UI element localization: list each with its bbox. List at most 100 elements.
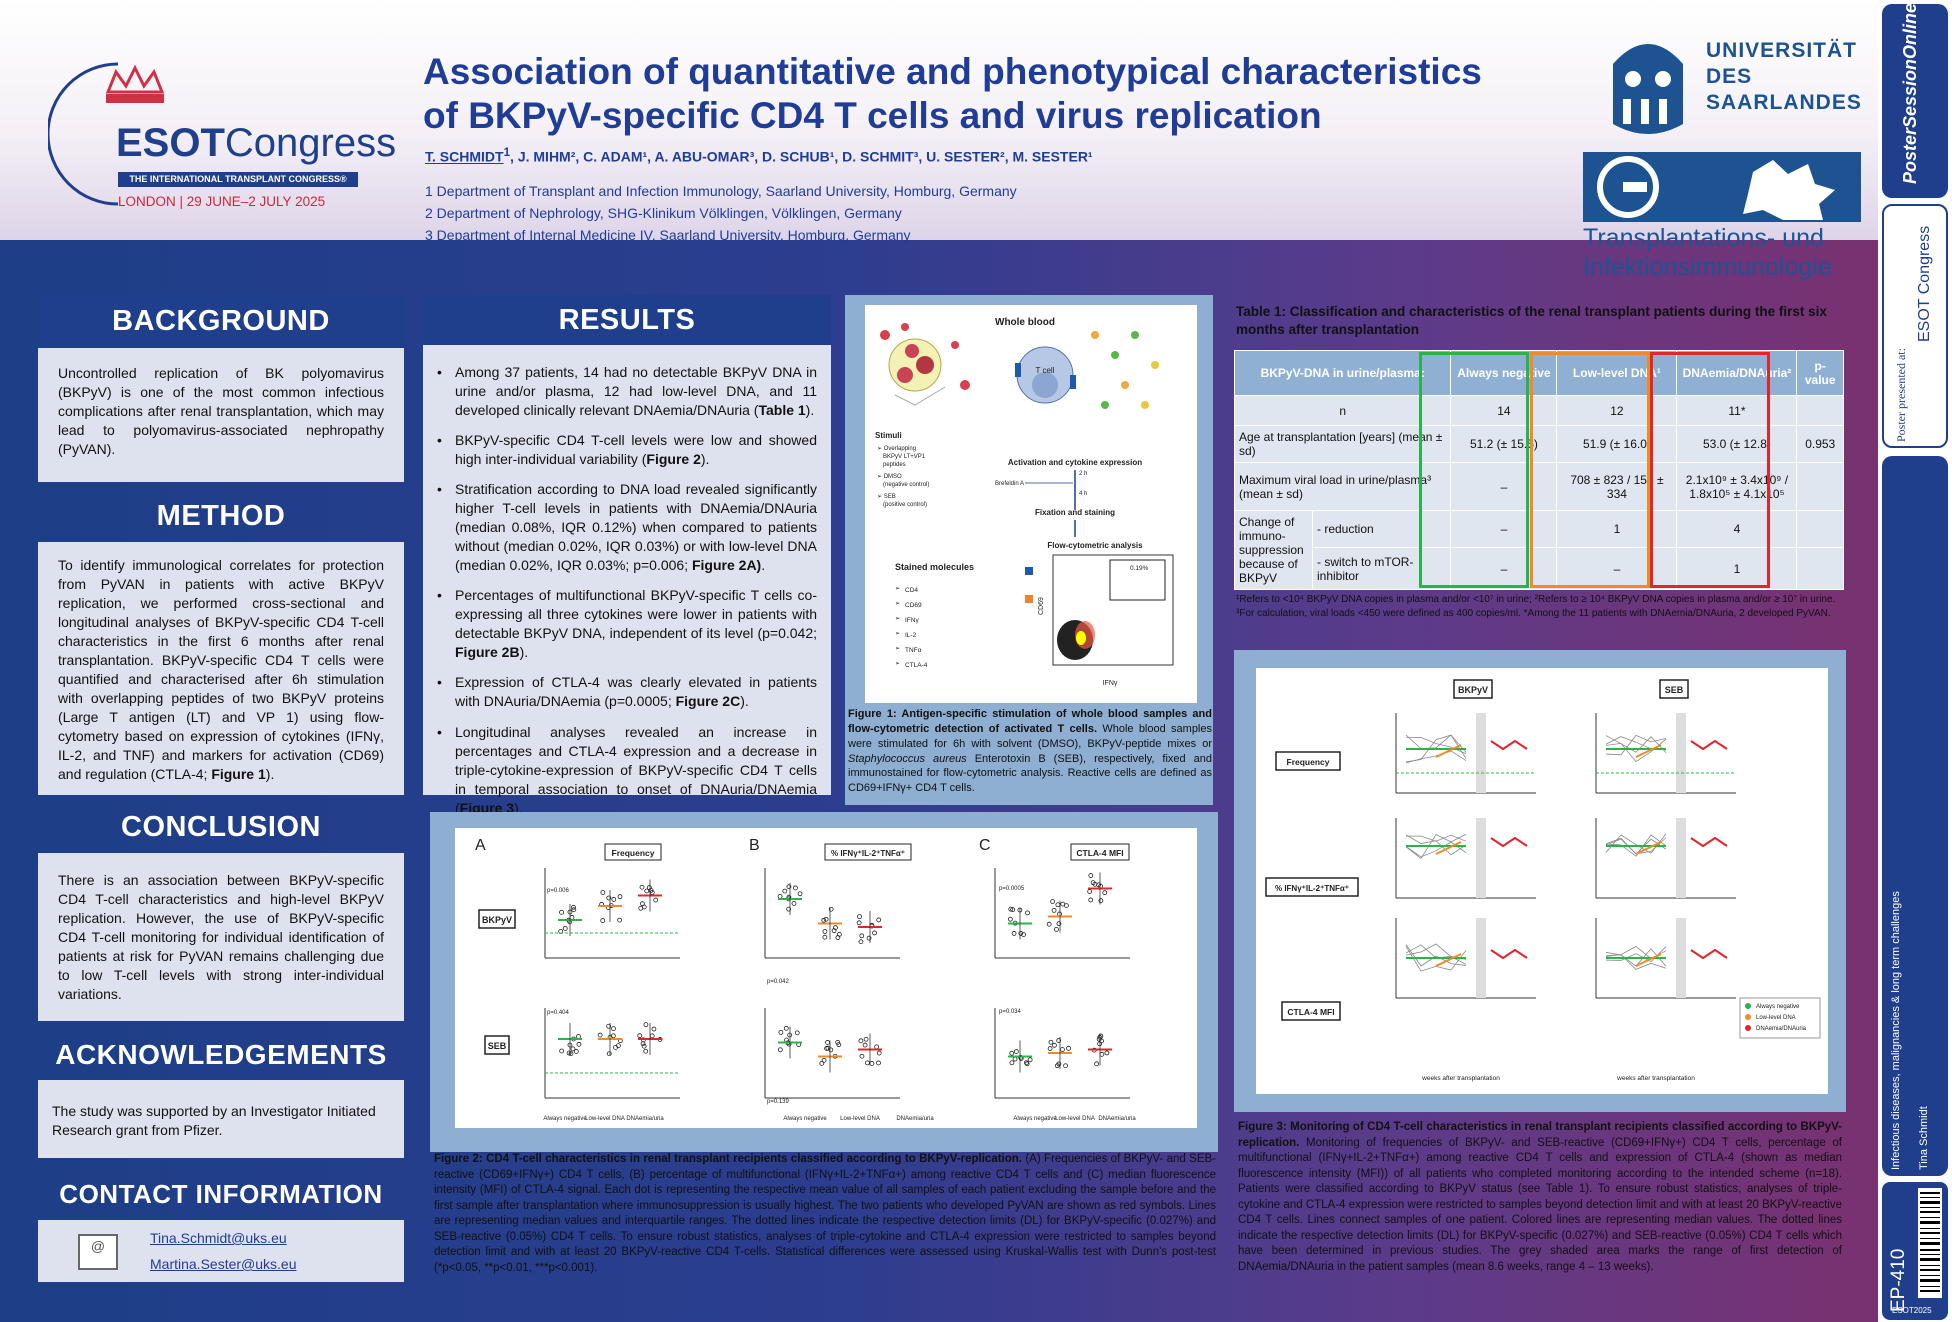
background-heading: BACKGROUND xyxy=(38,295,404,348)
svg-text:Stained molecules: Stained molecules xyxy=(895,562,974,572)
fig2-point xyxy=(1027,1057,1033,1063)
svg-text:SEB: SEB xyxy=(1665,685,1684,695)
institute-graphic xyxy=(1583,152,1861,222)
email-link-2[interactable]: Martina.Sester@uks.eu xyxy=(150,1256,297,1272)
acknowledgements-text: The study was supported by an Investigat… xyxy=(52,1103,376,1139)
fig2-point xyxy=(597,1032,603,1038)
svg-text:➢: ➢ xyxy=(895,631,900,637)
svg-text:Low-level DNA: Low-level DNA xyxy=(1756,1015,1796,1021)
fig2-point xyxy=(606,895,612,901)
email-link-1[interactable]: Tina.Schmidt@uks.eu xyxy=(150,1230,287,1246)
acknowledgements-heading: ACKNOWLEDGEMENTS xyxy=(55,1039,387,1070)
svg-text:CTLA-4 MFI: CTLA-4 MFI xyxy=(1076,848,1123,858)
fig2-point xyxy=(1018,931,1024,936)
table-1-title: Table 1: Classification and characterist… xyxy=(1236,304,1827,337)
poster-session-badge[interactable]: PosterSessionOnline xyxy=(1882,3,1948,198)
fig3-patient-line xyxy=(1605,834,1667,857)
fig3-median-low xyxy=(1635,953,1662,967)
fig3-patient-line xyxy=(1405,833,1467,859)
svg-text:DNAemia/uria: DNAemia/uria xyxy=(626,1116,664,1122)
university-logo: UNIVERSITÄT DES SAARLANDES Transplantati… xyxy=(1583,20,1863,282)
fig2-point xyxy=(858,939,864,945)
svg-text:0.19%: 0.19% xyxy=(1130,565,1149,572)
svg-text:Always negative: Always negative xyxy=(1756,1004,1800,1010)
fig2-point xyxy=(1023,1060,1029,1066)
svg-text:➢: ➢ xyxy=(895,586,900,592)
fig2-point xyxy=(797,891,803,897)
fig2-point xyxy=(643,1022,649,1028)
fig2-point xyxy=(641,1043,647,1049)
fig1-stimuli: Stimuli xyxy=(875,431,902,440)
fig2-point xyxy=(570,1046,576,1052)
svg-text:➢: ➢ xyxy=(895,646,900,652)
fig2-point xyxy=(874,1044,880,1050)
svg-text:peptides: peptides xyxy=(883,462,906,468)
fig2-point xyxy=(859,933,865,939)
fig2-point xyxy=(568,1051,574,1057)
figure-2-caption: Figure 2: CD4 T-cell characteristics in … xyxy=(434,1153,1217,1274)
institute-line-2: Infektionsimmunologie xyxy=(1583,253,1832,281)
fig2-point xyxy=(573,1049,579,1054)
fig2-point xyxy=(644,888,650,894)
svg-text:CD4: CD4 xyxy=(905,587,918,594)
fig3-patient-line xyxy=(1605,735,1667,753)
svg-text:Always negative: Always negative xyxy=(1013,1116,1057,1122)
logo-ring-icon xyxy=(46,62,165,206)
fig2-point xyxy=(858,1038,864,1044)
fig3-patient-line xyxy=(1605,952,1667,970)
fig2-point xyxy=(835,1039,841,1045)
method-figure-ref: Figure 1 xyxy=(211,766,266,783)
fig2-point xyxy=(559,909,564,915)
figure-3-image: BKPyV SEB Frequency % IFNγ⁺IL-2⁺TNFα⁺ CT… xyxy=(1256,668,1828,1094)
fig2-point xyxy=(643,1048,649,1054)
fig3-median-high xyxy=(1690,836,1728,848)
table-1: BKPyV-DNA in urine/plasma: Always negati… xyxy=(1233,350,1844,590)
fig2-point xyxy=(822,934,828,940)
results-heading: RESULTS xyxy=(423,295,831,345)
fig2-point xyxy=(1046,921,1052,927)
track-box: Infectious diseases, malignancies & long… xyxy=(1882,456,1948,1176)
svg-text:weeks after transplantation: weeks after transplantation xyxy=(1616,1075,1695,1082)
fig2-point xyxy=(792,885,798,891)
first-author-sup: 1 xyxy=(503,146,511,159)
header-background xyxy=(0,0,1878,240)
fig2-point xyxy=(1056,1061,1062,1067)
fig3-shade xyxy=(1476,818,1486,898)
method-text-end: ). xyxy=(265,766,275,783)
fig1-caption-title: Figure 1: Antigen-specific stimulation o… xyxy=(848,708,1212,735)
table-row: Change of immuno-suppression because of … xyxy=(1234,509,1844,590)
affiliation-3: 3 Department of Internal Medicine IV, Sa… xyxy=(425,227,911,243)
first-author: T. SCHMIDT xyxy=(425,148,504,165)
fig2-point xyxy=(828,906,834,912)
svg-text:Frequency: Frequency xyxy=(1287,757,1330,767)
uni-line-2: DES xyxy=(1706,65,1753,88)
fig3-patient-line xyxy=(1405,946,1467,972)
fig2-point xyxy=(611,897,617,902)
svg-text:p=0.034: p=0.034 xyxy=(999,1009,1022,1015)
fig1-whole-blood: Whole blood xyxy=(995,317,1055,328)
fig3-shade xyxy=(1676,918,1686,998)
table-row: - switch to mTOR-inhibitor––1 xyxy=(1235,547,1844,590)
fig2-point xyxy=(1057,911,1062,917)
fig1-tcell: T cell xyxy=(1036,366,1055,375)
svg-text:IL-2: IL-2 xyxy=(905,632,917,639)
fig2-point xyxy=(777,1047,783,1053)
fig2-point xyxy=(1047,1046,1053,1051)
affiliations: 1 Department of Transplant and Infection… xyxy=(425,180,1017,246)
svg-text:IFNγ: IFNγ xyxy=(1103,680,1118,687)
highlight-high xyxy=(1650,352,1770,588)
fig3-shade xyxy=(1476,918,1486,998)
fig2-point xyxy=(872,930,877,936)
fig2-panel-a: A xyxy=(475,837,486,854)
fig3-median-high xyxy=(1490,948,1528,960)
figure-1-diagram: Whole blood T cell Stimuli ➢ Overlapping… xyxy=(875,317,1174,687)
virus-icon xyxy=(1597,156,1835,220)
university-seal-icon xyxy=(1613,44,1683,134)
fig2-point xyxy=(1056,1038,1062,1043)
result-item: Among 37 patients, 14 had no detectable … xyxy=(435,363,817,420)
fig2-point xyxy=(606,1051,612,1057)
fig2-point xyxy=(1009,1060,1015,1066)
svg-text:➢: ➢ xyxy=(895,661,900,667)
svg-text:DNAemia/uria: DNAemia/uria xyxy=(1098,1116,1136,1122)
fig2-point xyxy=(1087,889,1093,894)
